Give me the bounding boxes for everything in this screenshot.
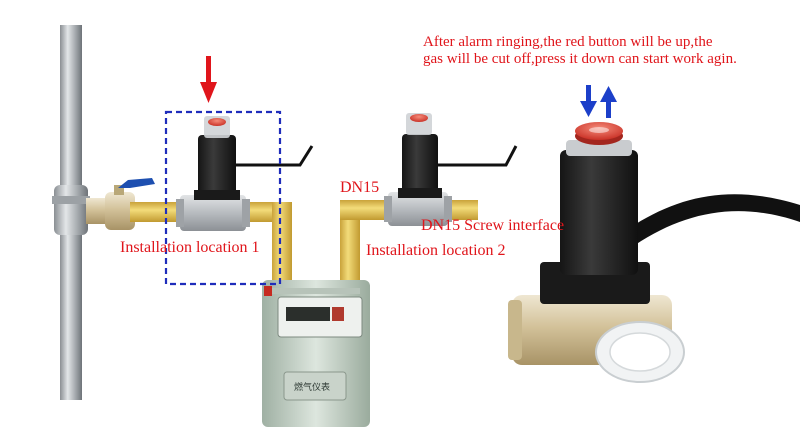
solenoid-valve-2 xyxy=(384,113,518,226)
down-arrow-icon xyxy=(200,56,217,103)
valve-closeup xyxy=(508,122,800,383)
alarm-notice-line-1: After alarm ringing,the red button will … xyxy=(423,34,713,50)
alarm-notice-line-2: gas will be cut off,press it down can st… xyxy=(423,51,737,67)
solenoid-valve-1 xyxy=(176,116,314,231)
installation-location-2-label: Installation location 2 xyxy=(366,242,506,259)
ball-valve xyxy=(86,178,155,230)
dn15-label: DN15 xyxy=(340,179,380,196)
installation-1-frame xyxy=(164,110,282,286)
gas-meter xyxy=(262,280,370,427)
installation-location-1-label: Installation location 1 xyxy=(120,239,260,256)
screw-interface-label: DN15 Screw interface xyxy=(421,217,565,234)
gas-meter-caption: 燃气仪表 xyxy=(294,383,331,393)
alarm-notice: After alarm ringing,the red button will … xyxy=(423,34,737,68)
up-down-arrows-icon xyxy=(580,85,617,118)
main-gas-pipe xyxy=(52,25,90,400)
